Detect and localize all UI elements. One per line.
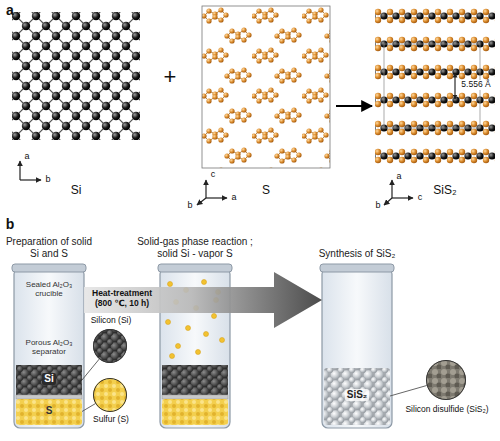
step-heading: Preparation of solid Si and S [1,236,97,259]
vapor-dot [186,326,191,331]
vapor-dot [166,320,171,325]
crucible-lid [12,264,86,272]
vapor-dot [168,282,173,287]
axis-arrow [205,180,206,198]
sis2-pebbles [324,368,390,425]
axis-arrow [19,161,20,180]
sulfur-lattice [202,6,330,168]
sulfur-powder [16,399,82,425]
sis2-lattice [375,6,495,170]
structure-label: S [262,184,270,198]
crucible [320,264,394,428]
vapor-dot [202,280,207,285]
crucible-lid [158,264,232,272]
crucible: Solid-gas phase reaction ; solid Si - va… [160,268,230,428]
silicon-pebbles [16,365,82,395]
photo-label: Sulfur (S) [93,415,129,425]
axis-arrow [392,197,413,198]
step-heading: Solid-gas phase reaction ; solid Si - va… [128,236,262,259]
silicon-photo [93,329,127,363]
crystal-structure: S [196,4,336,208]
layer-label: S [46,405,53,417]
vapor-dot [170,354,175,359]
photo-label: Silicon disulfide (SiS₂) [405,405,488,415]
axis-arrow [197,198,206,205]
layer-label: SiS₂ [345,389,370,401]
axis-label: c [211,169,216,179]
porous-separator [16,395,82,399]
photo-label: Silicon (Si) [91,316,132,326]
product-layer: SiS₂ [324,368,390,424]
axis-arrow [391,180,392,198]
photo-circle: Silicon disulfide (SiS₂) [426,360,466,400]
axis-label: b [187,200,192,210]
unit-cell [202,6,330,168]
axis-arrow [20,179,41,180]
vapor-dot [204,332,209,337]
vapor-dot [220,338,225,343]
photo-circle: Sulfur (S) [93,378,127,412]
dimension-label: 5.556 Å [459,80,492,90]
crucible-label: Sealed Al₂O₃ crucible [17,280,81,298]
si-lattice [12,12,140,140]
photo-circle: Silicon (Si) [93,329,127,363]
axis-label: a [396,171,401,181]
silicon-pebbles [162,365,228,395]
crucible: Synthesis of SiS₂SiS₂ [322,268,392,428]
vapor-dot [196,350,201,355]
panel-letter: b [6,216,15,232]
crucible [12,264,86,428]
layer-label: Si [42,373,55,385]
dimension-arrow [455,73,456,99]
sulfur-layer: S [16,399,82,424]
structure-label: SiS₂ [433,184,456,198]
sulfur-photo [93,378,127,412]
crucible-lid [320,264,394,272]
axis-arrow [206,197,227,198]
leader-line [82,359,99,380]
edge-label: Heat-treatment (800 ℃, 10 h) [86,289,158,309]
axis-arrow [384,198,392,205]
sulfur-powder [162,399,228,425]
axis-label: c [418,192,423,202]
leader-line [390,385,427,396]
sis2-photo [426,360,466,400]
panel-letter: a [6,2,14,18]
axis-label: b [45,174,50,184]
crucible-body [322,268,392,428]
silicon-layer: Si [16,365,82,395]
crystal-structure: Si [8,4,144,208]
structure-label: Si [71,184,82,198]
crucible-body [14,268,84,428]
leader-line [82,404,95,412]
crystal-structure: SiS₂ [372,4,496,208]
axis-label: a [231,192,236,202]
axis-label: a [24,151,29,161]
porous-separator [162,395,228,399]
vapor-dot [212,314,217,319]
vapor-dot [176,344,181,349]
axis-label: b [375,200,380,210]
reaction-arrow [336,105,372,107]
process-arrow [84,272,322,328]
crucible: Preparation of solid Si and SSealed Al₂O… [14,268,84,428]
step-heading: Synthesis of SiS₂ [319,248,396,260]
separator-label: Porous Al₂O₃ separator [17,338,81,356]
plus-sign: + [164,64,177,89]
